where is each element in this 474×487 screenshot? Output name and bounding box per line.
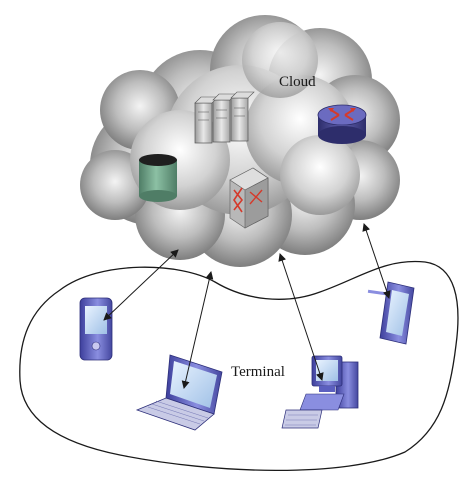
arrow-laptop-cloud xyxy=(181,271,214,389)
desktop-computer-icon xyxy=(281,355,359,429)
arrow-phone-cloud xyxy=(103,249,179,321)
tablet-icon xyxy=(367,281,415,345)
mobile-phone-icon xyxy=(79,297,113,361)
terminal-label: Terminal xyxy=(231,364,285,380)
server-rack-icon xyxy=(194,91,255,144)
switch-icon xyxy=(229,167,269,229)
connection-arrows xyxy=(103,223,391,389)
router-icon xyxy=(317,104,367,144)
arrow-desktop-cloud xyxy=(278,253,324,381)
database-icon xyxy=(139,154,177,202)
terminal-boundary xyxy=(19,260,459,472)
cloud-label: Cloud xyxy=(279,74,316,90)
laptop-icon xyxy=(135,354,223,431)
arrow-tablet-cloud xyxy=(362,223,391,299)
